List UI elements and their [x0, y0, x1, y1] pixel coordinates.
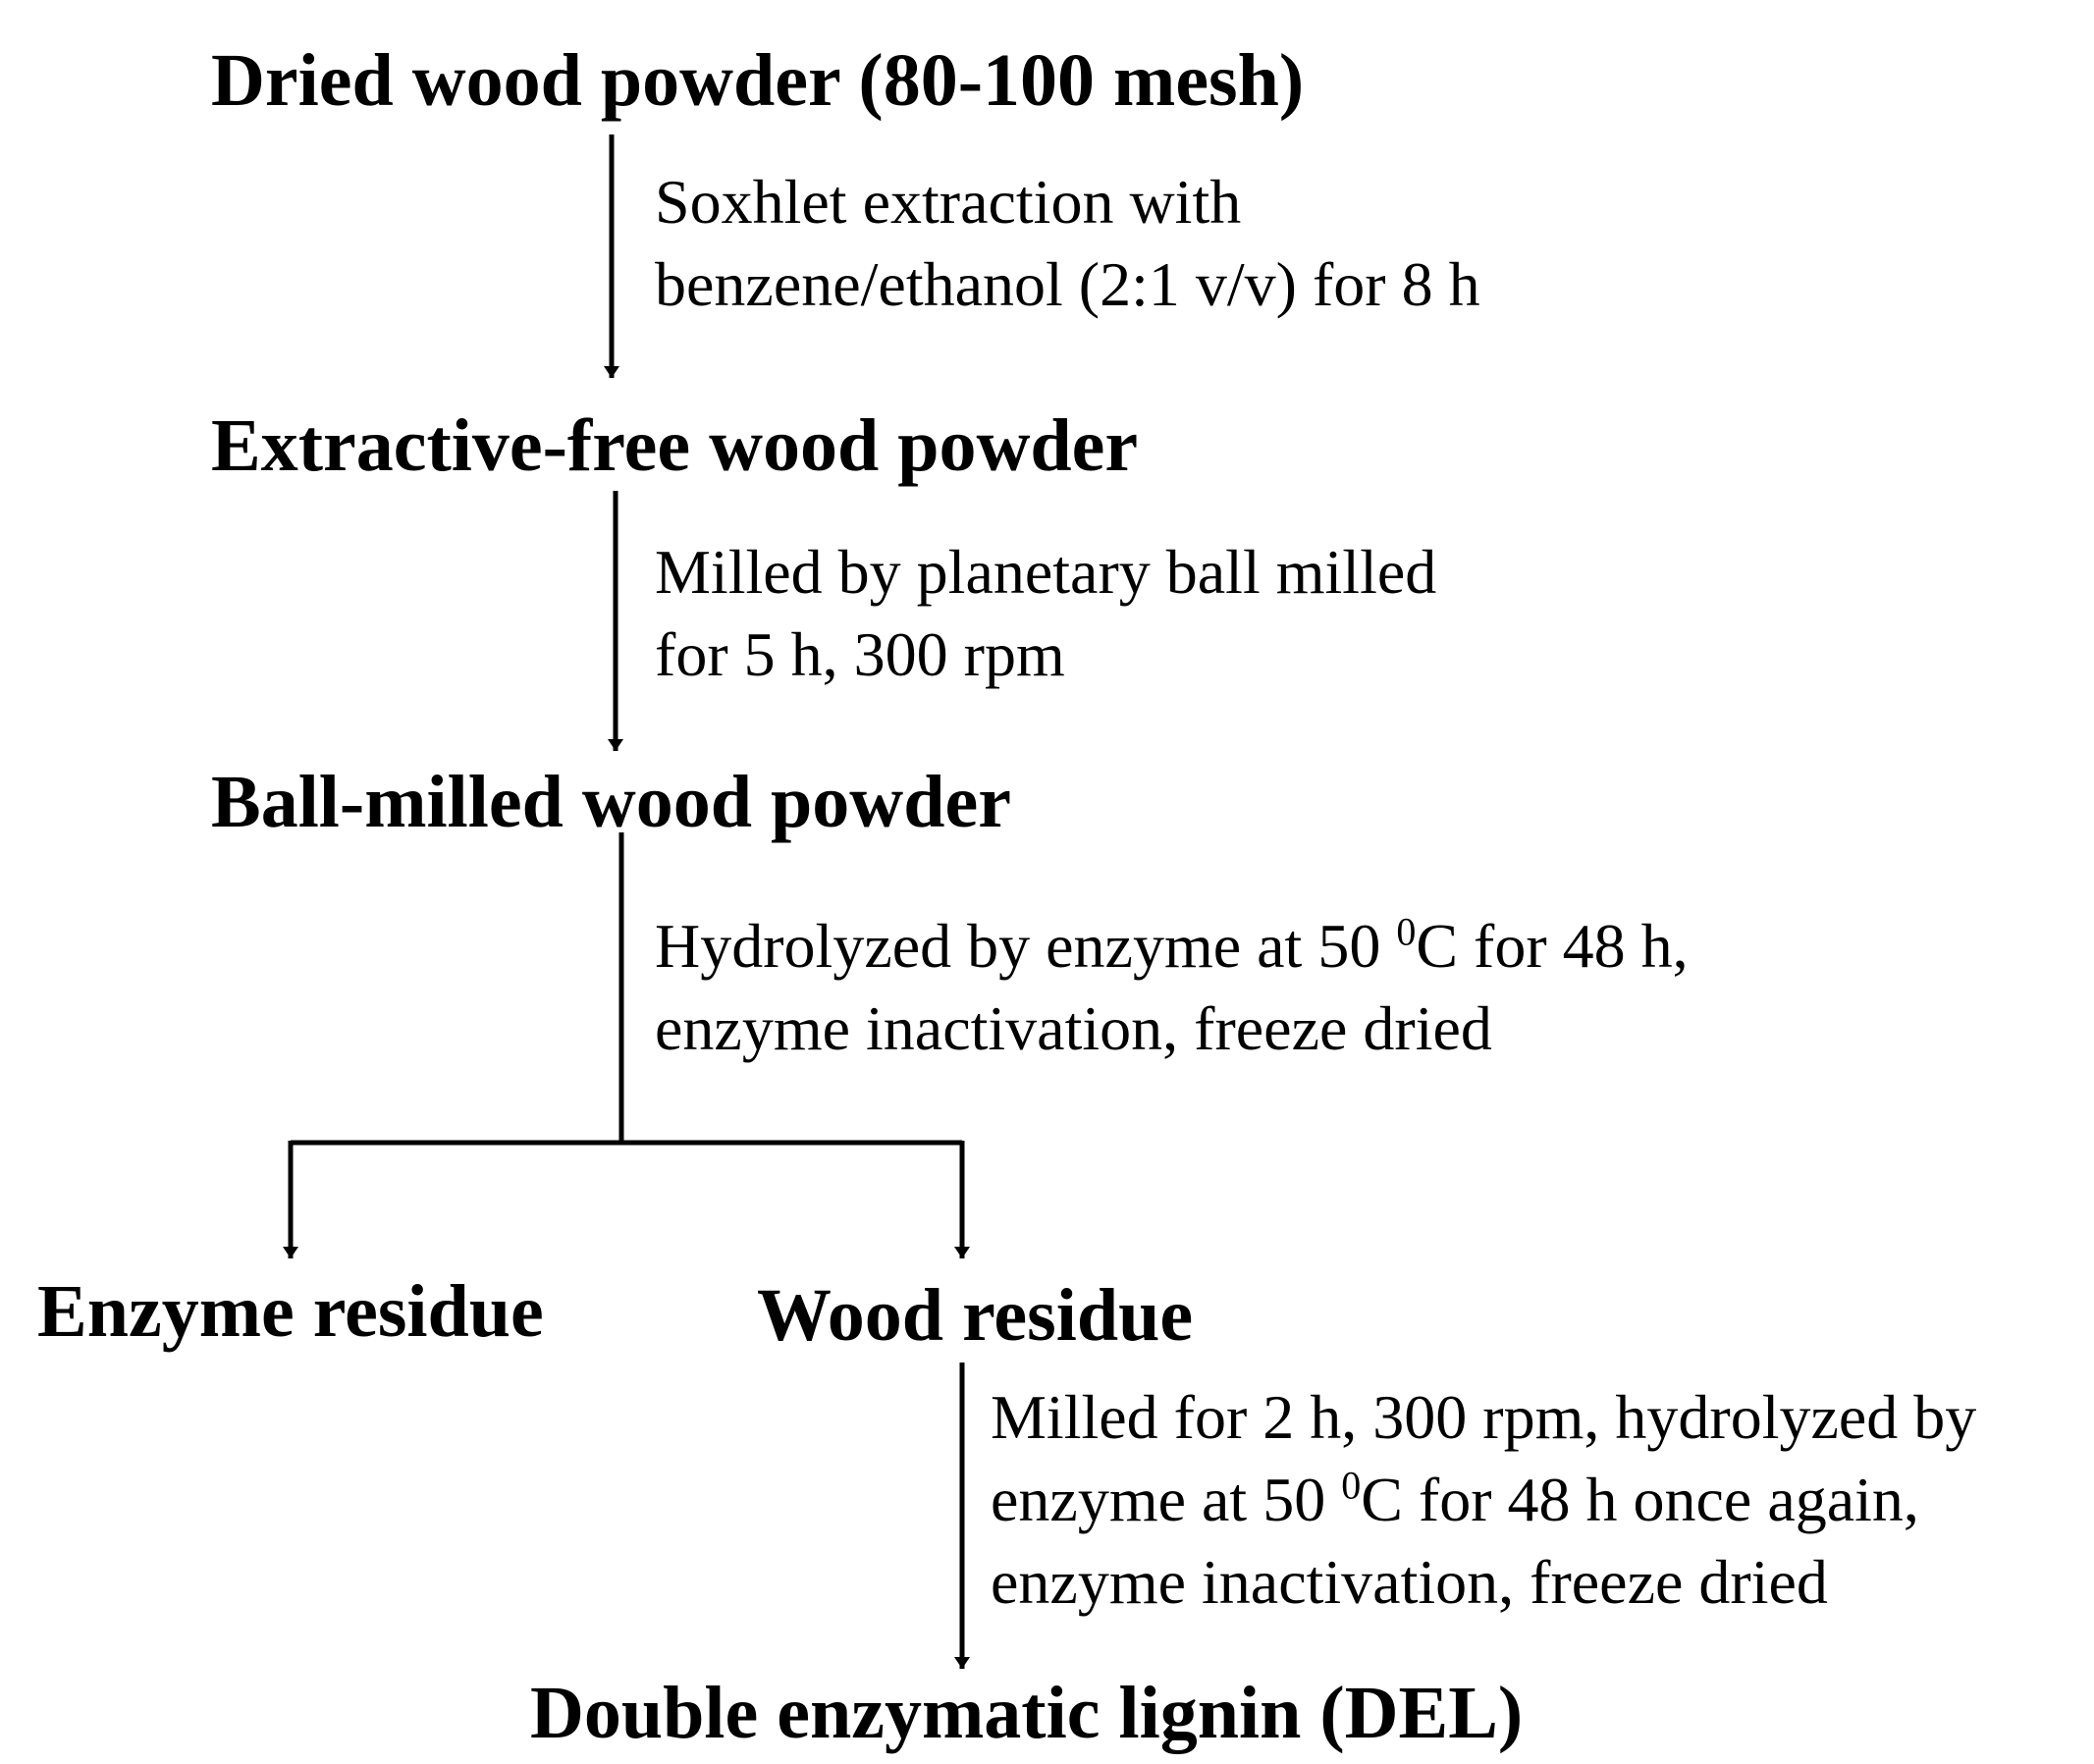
degree-superscript: 0 [1396, 909, 1417, 954]
step-second-hydrolysis-line-1: Milled for 2 h, 300 rpm, hydrolyzed by [991, 1382, 1977, 1452]
step-second-hydrolysis-line-3: enzyme inactivation, freeze dried [991, 1547, 1828, 1617]
step-enzymatic-hydrolysis: Hydrolyzed by enzyme at 50 0C for 48 h, … [655, 905, 1689, 1070]
node-double-enzymatic-lignin: Double enzymatic lignin (DEL) [530, 1672, 1524, 1754]
step-hydrolysis-line-1: Hydrolyzed by enzyme at 50 0C for 48 h, [655, 909, 1689, 981]
step-soxhlet-line-2: benzene/ethanol (2:1 v/v) for 8 h [655, 249, 1480, 319]
step-ball-milling-line-1: Milled by planetary ball milled [655, 537, 1437, 607]
degree-superscript: 0 [1341, 1463, 1362, 1508]
step-second-hydrolysis-line-2: enzyme at 50 0C for 48 h once again, [991, 1463, 1919, 1534]
node-extractive-free-wood-powder: Extractive-free wood powder [211, 404, 1139, 487]
step-hydrolysis-line-2: enzyme inactivation, freeze dried [655, 993, 1492, 1063]
step-ball-milling-line-2: for 5 h, 300 rpm [655, 619, 1065, 689]
step-second-hydrolysis: Milled for 2 h, 300 rpm, hydrolyzed by e… [991, 1376, 1976, 1624]
step-soxhlet-line-1: Soxhlet extraction with [655, 167, 1242, 237]
node-wood-residue: Wood residue [757, 1274, 1194, 1357]
node-dried-wood-powder: Dried wood powder (80-100 mesh) [211, 39, 1305, 122]
node-enzyme-residue: Enzyme residue [37, 1270, 544, 1353]
step-soxhlet-extraction: Soxhlet extraction with benzene/ethanol … [655, 161, 1480, 326]
step-ball-milling: Milled by planetary ball milled for 5 h,… [655, 531, 1436, 696]
node-ball-milled-wood-powder: Ball-milled wood powder [211, 761, 1011, 843]
